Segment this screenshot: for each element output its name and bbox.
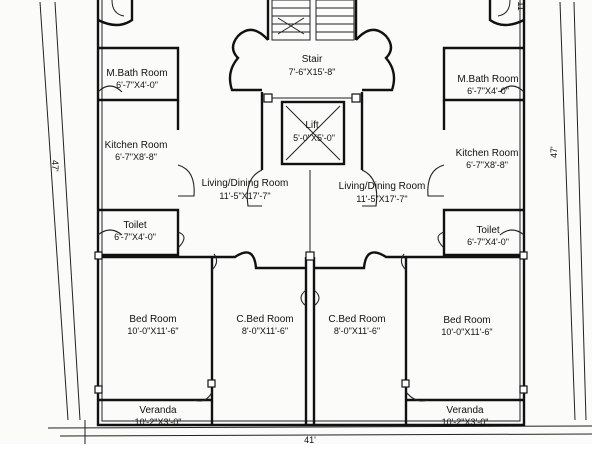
right-kitchen-dim: 6'-7"X8'-8": [466, 160, 508, 170]
left-veranda-dim: 10'-2"X3'-0": [135, 417, 182, 427]
right-mbath-dim: 6'-7"X4'-0": [467, 86, 509, 96]
lift-dim: 5'-0"X5'-0": [293, 133, 335, 143]
stair-core: [228, 0, 396, 170]
stair-dim: 7'-6"X15'-8": [289, 67, 336, 77]
upper-notches: [97, 0, 525, 27]
left-toilet-dim: 6'-7"X4'-0": [114, 232, 156, 242]
left-unit-walls: [94, 46, 308, 425]
left-cbed-label: C.Bed Room: [236, 314, 293, 325]
left-living-label: Living/Dining Room: [202, 178, 289, 189]
left-bed-dim: 10'-0"X11'-6": [127, 326, 178, 336]
central-walls: [246, 169, 378, 307]
right-veranda-label: Veranda: [446, 405, 484, 416]
plot-dim-left: 47': [50, 160, 60, 172]
plot-dim-bottom: 41': [304, 435, 316, 444]
left-kitchen-dim: 6'-7"X8'-8": [115, 152, 157, 162]
left-bed-label: Bed Room: [129, 314, 176, 325]
stair-label: Stair: [302, 54, 323, 65]
plot-dim-right: 47': [549, 146, 559, 158]
left-mbath-label: M.Bath Room: [106, 68, 167, 79]
right-living-label: Living/Dining Room: [339, 181, 426, 192]
right-cbed-label: C.Bed Room: [328, 314, 385, 325]
right-toilet-label: Toilet: [476, 225, 500, 236]
right-toilet-dim: 6'-7"X4'-0": [467, 237, 509, 247]
left-toilet-label: Toilet: [123, 220, 147, 231]
left-kitchen-label: Kitchen Room: [105, 140, 168, 151]
left-mbath-dim: 6'-7"X4'-0": [116, 80, 158, 90]
plot-dim-top-right-fragment: 11: [516, 1, 526, 10]
right-bed-label: Bed Room: [443, 315, 490, 326]
left-cbed-dim: 8'-0"X11'-6": [242, 326, 288, 336]
left-living-dim: 11'-5"X17'-7": [219, 191, 270, 201]
plot-boundary: [39, 1, 592, 444]
right-unit-walls: [312, 46, 528, 425]
right-bed-dim: 10'-0"X11'-6": [441, 327, 492, 337]
right-mbath-label: M.Bath Room: [457, 74, 518, 85]
left-veranda-label: Veranda: [139, 405, 177, 416]
lift-label: Lift: [305, 120, 319, 131]
right-cbed-dim: 8'-0"X11'-6": [334, 326, 380, 336]
right-living-dim: 11'-5"X17'-7": [356, 194, 407, 204]
right-veranda-dim: 10'-2"X3'-0": [442, 417, 489, 427]
right-kitchen-label: Kitchen Room: [456, 148, 519, 159]
